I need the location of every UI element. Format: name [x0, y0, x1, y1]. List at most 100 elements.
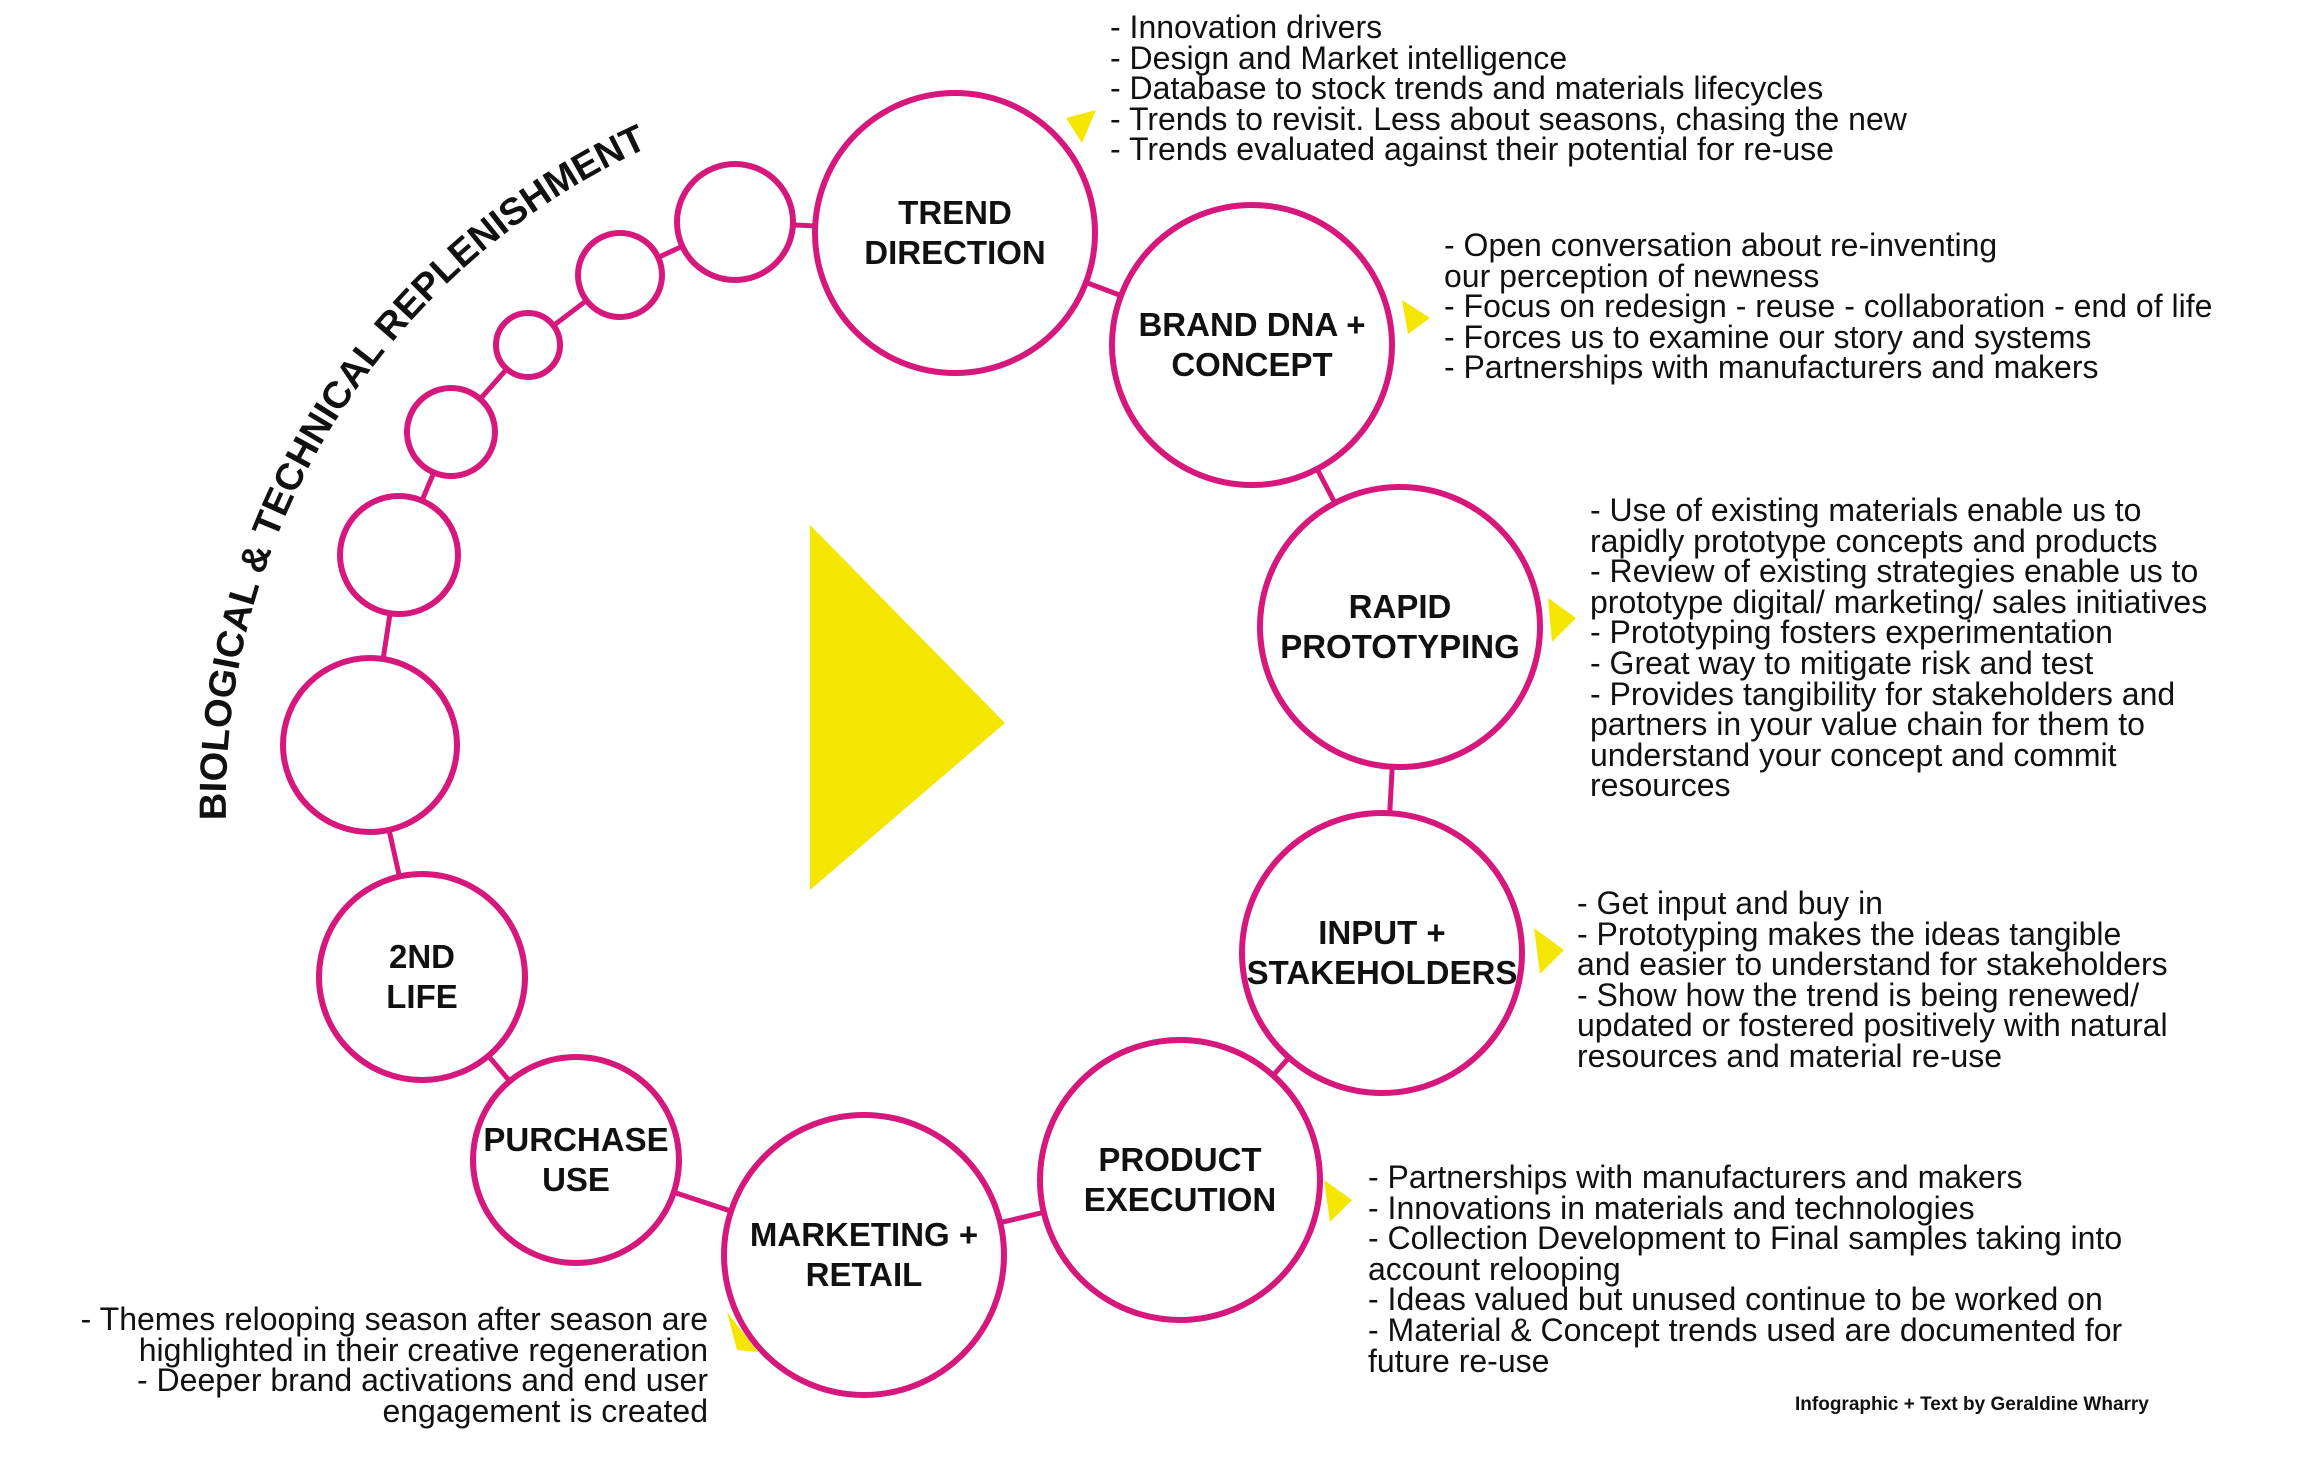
stage-label-line: LIFE: [386, 978, 458, 1015]
stage-circle-purchase-use: [470, 1054, 682, 1266]
pointer-arrow: [1066, 110, 1096, 143]
note-line: - Database to stock trends and materials…: [1110, 70, 1824, 107]
note-line: - Innovations in materials and technolog…: [1368, 1189, 1975, 1226]
empty-stage-circle: [674, 161, 796, 283]
empty-stage-circle: [280, 655, 460, 835]
note-line: - Trends evaluated against their potenti…: [1110, 131, 1834, 168]
note-line: - Partnerships with manufacturers and ma…: [1444, 349, 2099, 386]
empty-stage-circle: [493, 310, 563, 380]
connector-line: [478, 367, 509, 401]
stage-circle-marketing-retail: [721, 1112, 1007, 1398]
note-line: rapidly prototype concepts and products: [1590, 522, 2158, 559]
stage-notes-product-execution: - Partnerships with manufacturers and ma…: [1368, 1159, 2123, 1379]
empty-stage-circle: [575, 230, 665, 320]
stage-label-line: RETAIL: [805, 1256, 923, 1293]
note-line: - Great way to mitigate risk and test: [1590, 644, 2094, 681]
note-line: - Partnerships with manufacturers and ma…: [1368, 1159, 2023, 1195]
note-line: - Prototyping makes the ideas tangible: [1577, 915, 2122, 952]
note-line: - Design and Market intelligence: [1110, 39, 1568, 76]
stage-label-line: PRODUCT: [1098, 1141, 1262, 1178]
stage-label-line: CONCEPT: [1171, 346, 1333, 383]
stage-notes-marketing-retail: - Themes relooping season after season a…: [80, 1301, 708, 1429]
note-line: highlighted in their creative regenerati…: [138, 1331, 708, 1368]
note-line: - Themes relooping season after season a…: [80, 1301, 708, 1337]
credit-text: Infographic + Text by Geraldine Wharry: [1795, 1394, 2149, 1415]
note-line: - Collection Development to Final sample…: [1368, 1220, 2123, 1257]
stage-circle-2nd-life: [316, 871, 528, 1083]
stage-label-input-stakeholders: INPUT +STAKEHOLDERS: [1247, 913, 1518, 993]
pointer-arrow: [1402, 300, 1430, 334]
note-line: account relooping: [1368, 1250, 1621, 1287]
connector-line: [551, 298, 589, 328]
stage-label-line: INPUT +: [1318, 914, 1446, 951]
note-line: - Ideas valued but unused continue to be…: [1368, 1281, 2103, 1318]
stage-circle-rapid-prototyping: [1257, 484, 1543, 770]
stage-label-line: RAPID: [1348, 588, 1452, 625]
connector-line: [386, 829, 402, 878]
note-line: - Review of existing strategies enable u…: [1590, 553, 2199, 590]
pointer-arrow: [1534, 928, 1564, 974]
note-line: resources and material re-use: [1577, 1037, 2003, 1074]
stage-label-line: STAKEHOLDERS: [1246, 954, 1518, 991]
note-line: engagement is created: [382, 1392, 708, 1429]
stage-label-line: TREND: [898, 194, 1012, 231]
note-line: - Get input and buy in: [1577, 885, 1883, 921]
connector-lines: [380, 222, 1395, 1226]
note-line: - Focus on redesign - reuse - collaborat…: [1444, 288, 2213, 325]
stage-circle-trend-direction: [812, 90, 1098, 376]
stage-label-line: PURCHASE: [483, 1121, 669, 1158]
note-line: updated or fostered positively with natu…: [1577, 1007, 2168, 1044]
pointer-arrow: [1324, 1180, 1352, 1222]
stage-label-line: DIRECTION: [864, 234, 1046, 271]
stage-label-line: EXECUTION: [1083, 1181, 1277, 1218]
connector-line: [419, 471, 437, 502]
note-line: future re-use: [1368, 1342, 1550, 1379]
stage-label-brand-dna-concept: BRAND DNA +CONCEPT: [1138, 305, 1365, 385]
note-line: - Open conversation about re-inventing: [1444, 227, 1998, 263]
stage-label-line: 2ND: [388, 938, 456, 975]
stage-circle-product-execution: [1037, 1037, 1323, 1323]
connector-line: [673, 1189, 732, 1214]
connector-line: [999, 1209, 1045, 1226]
connector-line: [1387, 766, 1395, 814]
note-line: - Trends to revisit. Less about seasons,…: [1110, 100, 1907, 137]
note-line: prototype digital/ marketing/ sales init…: [1590, 583, 2208, 620]
connector-line: [792, 222, 816, 229]
stage-label-line: USE: [542, 1161, 610, 1198]
note-line: resources: [1590, 767, 1731, 804]
note-line: - Provides tangibility for stakeholders …: [1590, 675, 2176, 712]
note-line: understand your concept and commit: [1590, 736, 2117, 773]
stage-label-line: MARKETING +: [749, 1216, 979, 1253]
note-line: - Deeper brand activations and end user: [136, 1362, 708, 1399]
stage-circle-brand-dna-concept: [1109, 202, 1395, 488]
stage-notes-trend-direction: - Innovation drivers- Design and Market …: [1110, 9, 1907, 168]
connector-line: [1271, 1055, 1291, 1078]
empty-stage-circle: [404, 385, 498, 479]
pointer-arrows: [727, 110, 1576, 1352]
note-line: our perception of newness: [1444, 257, 1820, 294]
stage-notes-input-stakeholders: - Get input and buy in- Prototyping make…: [1577, 885, 2168, 1074]
connector-line: [1314, 467, 1338, 505]
connector-line: [657, 244, 684, 260]
center-play-triangle: [810, 525, 1005, 890]
note-line: and easier to understand for stakeholder…: [1577, 946, 2168, 983]
empty-stage-circle: [337, 493, 461, 617]
connector-line: [1085, 280, 1122, 298]
connector-line: [380, 612, 393, 660]
note-line: - Show how the trend is being renewed/: [1577, 976, 2140, 1013]
stage-label-line: BRAND DNA +: [1138, 306, 1366, 343]
note-line: partners in your value chain for them to: [1590, 706, 2145, 743]
note-line: - Use of existing materials enable us to: [1590, 492, 2142, 528]
pointer-arrow: [727, 1312, 758, 1352]
note-line: - Forces us to examine our story and sys…: [1444, 318, 2092, 355]
note-line: - Innovation drivers: [1110, 9, 1383, 45]
stage-circle-input-stakeholders: [1239, 810, 1525, 1096]
connector-line: [486, 1054, 512, 1083]
